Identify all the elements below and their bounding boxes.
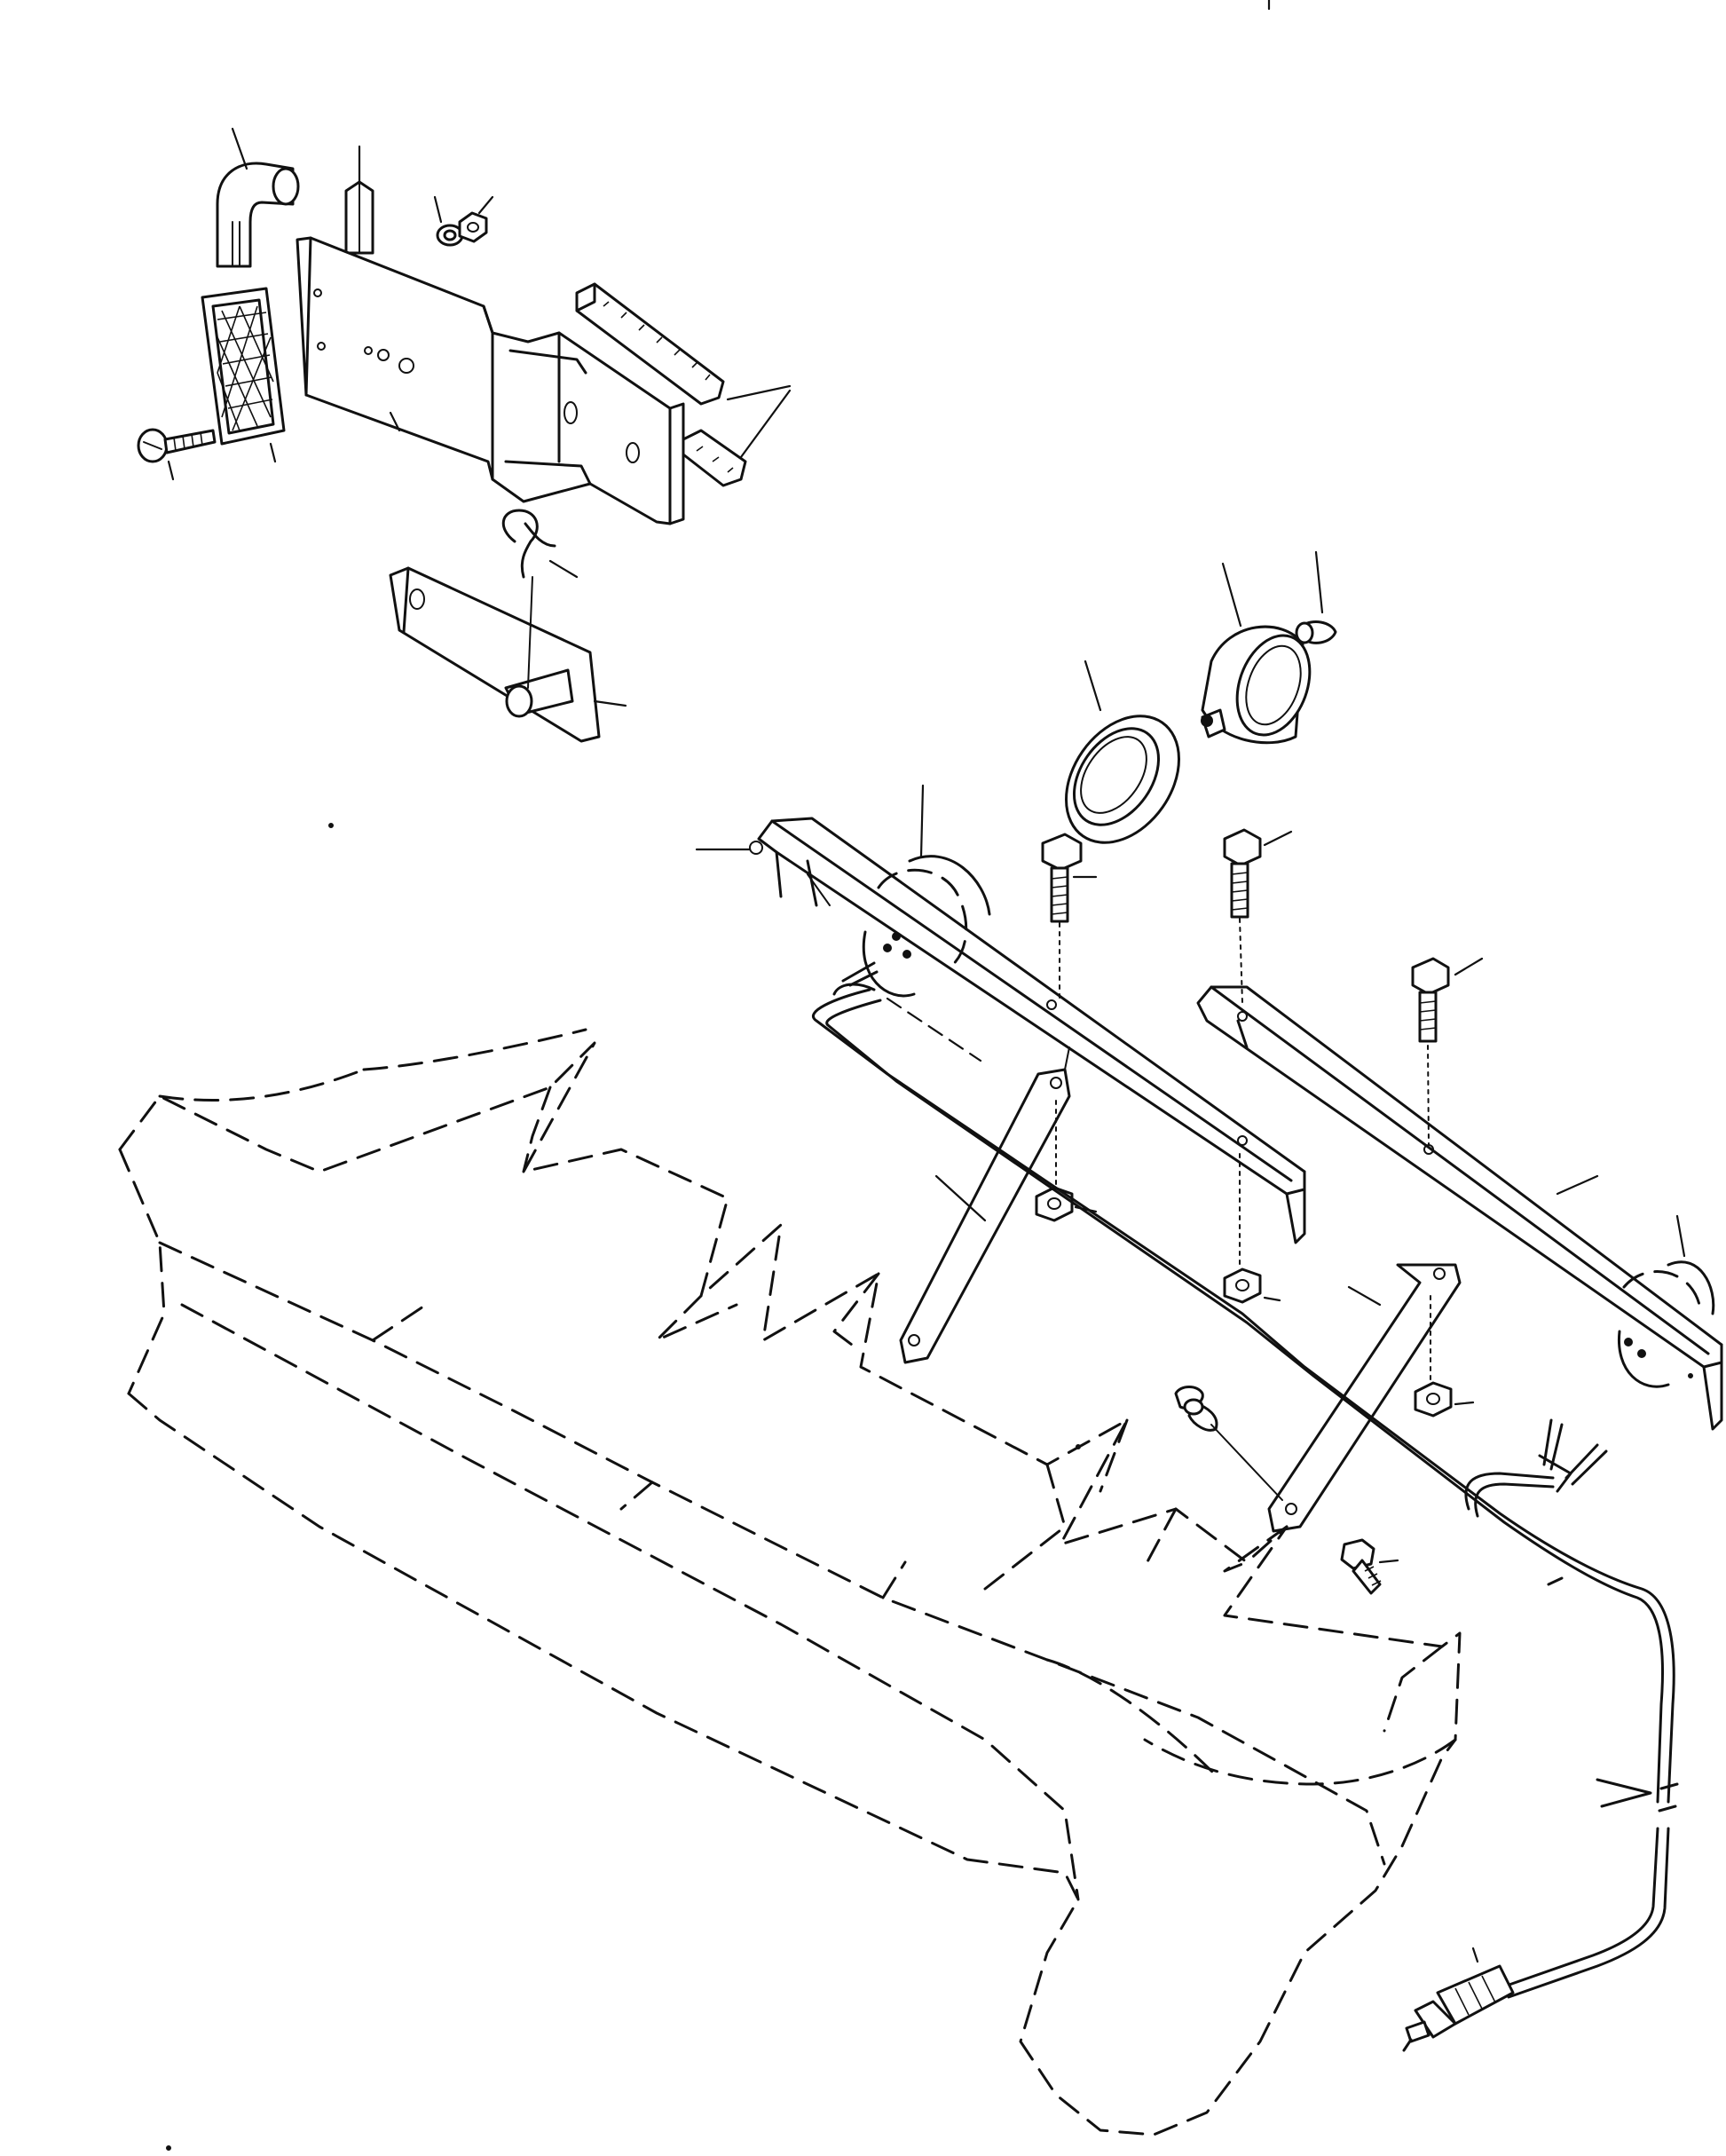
- speck: [328, 823, 334, 828]
- cable-harness: [812, 961, 1679, 1999]
- mounting-bracket: [296, 236, 685, 525]
- connector-plug: [1402, 1947, 1515, 2052]
- nut: [458, 195, 494, 243]
- foam-strips: [575, 282, 792, 487]
- hex-nut: [1035, 1100, 1475, 1418]
- screw: [137, 428, 217, 481]
- washer: [433, 195, 464, 247]
- elbow-fitting: [216, 127, 300, 268]
- front-support-rail: [695, 784, 1306, 1244]
- reflector-pad: [201, 287, 286, 463]
- speck: [1076, 1444, 1081, 1449]
- hex-bolt: [1340, 1538, 1399, 1595]
- support-strut-left: [899, 1046, 1071, 1364]
- hex-bolt: [1041, 828, 1484, 1146]
- spacer-block: [344, 145, 374, 255]
- hinge-pin-plate: [389, 566, 627, 743]
- wing-nut: [1174, 1386, 1283, 1501]
- bulb: [1295, 550, 1337, 644]
- speck: [1688, 1373, 1693, 1378]
- rear-support-rail: [1196, 985, 1723, 1431]
- body-outline-reference: [118, 1028, 1462, 2136]
- lamp-housing: [1201, 562, 1312, 745]
- lens-ring: [1065, 659, 1180, 844]
- speck: [166, 2145, 171, 2151]
- retaining-clip: [501, 509, 579, 579]
